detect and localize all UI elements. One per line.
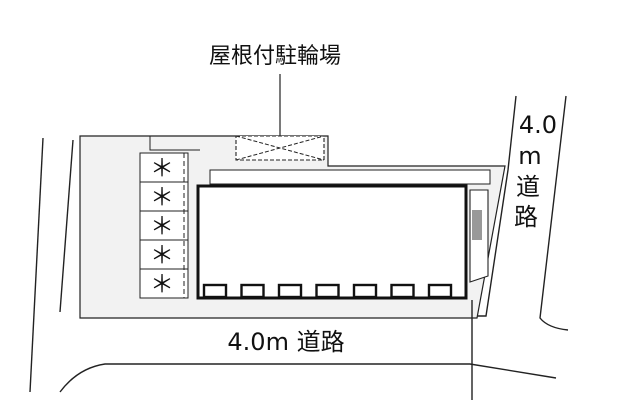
- parking-slot-mark: ＊: [150, 183, 174, 211]
- left-lot-edge: [59, 139, 74, 313]
- driveway-strip: [209, 169, 491, 185]
- parking-slots: ＊＊＊＊＊: [139, 152, 189, 299]
- right-road-edge-outer: [539, 95, 569, 331]
- parking-slot-mark: ＊: [150, 212, 174, 240]
- road-edges: [29, 95, 569, 393]
- bicycle-parking-label: 屋根付駐輪場: [209, 44, 341, 69]
- unit-door: [315, 283, 340, 299]
- unit-door: [240, 283, 265, 299]
- right-road-edge-inner: [470, 95, 517, 317]
- parking-separator: [149, 136, 200, 151]
- unit-door: [427, 283, 453, 299]
- left-road-edge: [29, 137, 44, 393]
- right-road-label-char2: 路: [514, 203, 538, 231]
- unit-door: [202, 283, 228, 299]
- right-road-label-unit: m: [518, 142, 541, 170]
- building: [196, 184, 468, 300]
- bottom-road-label: 4.0m 道路: [227, 328, 344, 356]
- parking-slot: [139, 181, 189, 212]
- parking-slot-mark: ＊: [150, 241, 174, 269]
- unit-door: [277, 283, 303, 299]
- parking-slot: [139, 152, 189, 183]
- unit-doors: [202, 283, 453, 299]
- building-outline: [196, 184, 468, 300]
- right-road-label-width: 4.0: [519, 111, 557, 139]
- stair-treads: [472, 210, 482, 240]
- stair-block: [469, 189, 489, 400]
- parking-slot-mark: ＊: [150, 154, 174, 182]
- parking-slot: [139, 210, 189, 241]
- bicycle-parking: 屋根付駐輪場: [209, 44, 341, 161]
- unit-door: [352, 283, 378, 299]
- bicycle-parking-cross: [235, 135, 325, 161]
- parking-slot-mark: ＊: [150, 270, 174, 298]
- unit-door: [390, 283, 415, 299]
- right-road-label-char1: 道: [516, 173, 540, 201]
- parking-slot: [139, 268, 189, 299]
- parking-slot: [139, 239, 189, 270]
- bottom-road-edge: [59, 363, 557, 393]
